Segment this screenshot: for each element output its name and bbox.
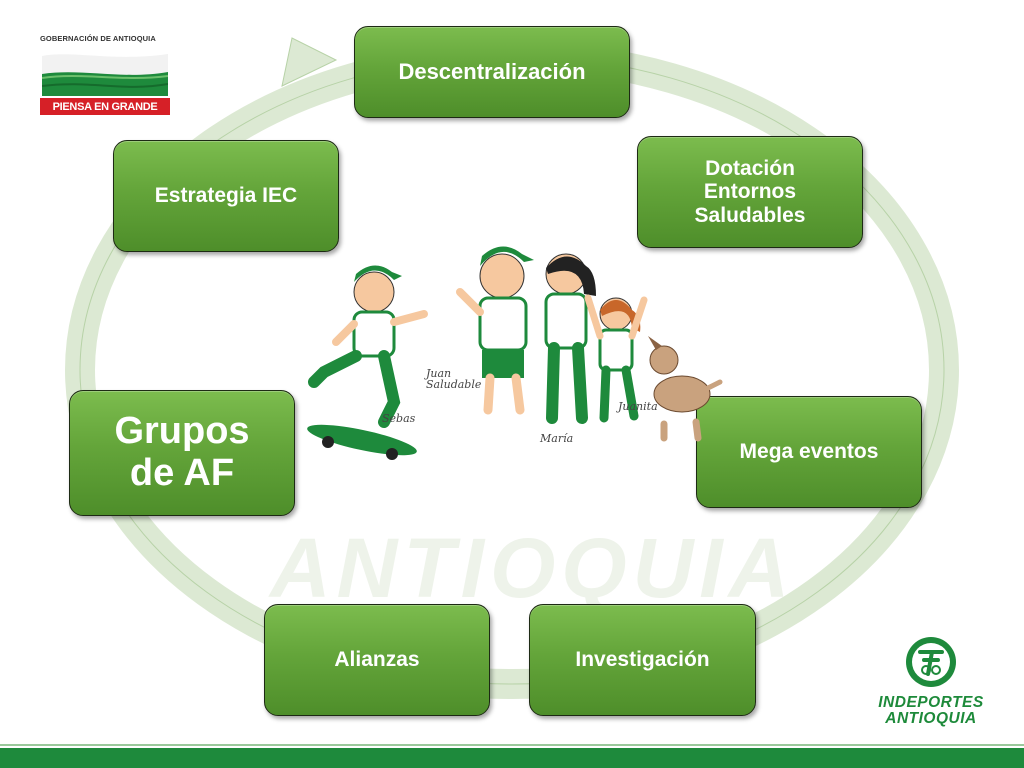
node-alianzas: Alianzas — [264, 604, 490, 716]
node-mega-eventos: Mega eventos — [696, 396, 922, 508]
character-juanita — [584, 294, 648, 423]
node-dotacion-entornos-saludables: Dotación Entornos Saludables — [637, 136, 863, 248]
flag-icon — [42, 48, 168, 96]
node-grupos-de-af: Grupos de AF — [69, 390, 295, 516]
node-label: Dotación Entornos Saludables — [694, 157, 806, 227]
characters-illustration — [307, 246, 723, 460]
indeportes-emblem-icon — [906, 637, 956, 687]
gov-logo-slogan: PIENSA EN GRANDE — [40, 98, 170, 115]
character-label-sebas: Sebas — [382, 412, 416, 425]
node-descentralizacion: Descentralización — [354, 26, 630, 118]
node-label: Investigación — [575, 648, 710, 672]
character-sebas — [308, 265, 428, 428]
node-label: Grupos de AF — [114, 410, 250, 494]
node-label: Mega eventos — [739, 440, 879, 464]
node-investigacion: Investigación — [529, 604, 756, 716]
indeportes-logo: INDEPORTES ANTIOQUIA — [866, 634, 996, 734]
character-label-juan: Juan Saludable — [426, 367, 482, 391]
indeportes-line1: INDEPORTES — [878, 694, 984, 711]
gov-logo-title: GOBERNACIÓN DE ANTIOQUIA — [40, 34, 156, 43]
node-estrategia-iec: Estrategia IEC — [113, 140, 339, 252]
indeportes-line2: ANTIOQUIA — [885, 710, 977, 728]
skateboard-icon — [307, 424, 417, 460]
gobernacion-logo: GOBERNACIÓN DE ANTIOQUIA PIENSA EN GRAND… — [40, 34, 172, 118]
character-label-maria: María — [540, 432, 574, 445]
dog-icon — [648, 336, 723, 442]
character-juan-saludable — [456, 246, 534, 415]
cycle-arrowhead — [281, 37, 338, 87]
node-label: Alianzas — [334, 648, 420, 672]
footer-divider — [0, 744, 1024, 746]
watermark-text: ANTIOQUIA — [270, 521, 796, 615]
node-label: Estrategia IEC — [154, 184, 298, 208]
node-label: Descentralización — [398, 58, 586, 84]
footer-bar — [0, 748, 1024, 768]
character-maria — [544, 253, 596, 424]
character-label-juanita: Juanita — [618, 400, 658, 413]
